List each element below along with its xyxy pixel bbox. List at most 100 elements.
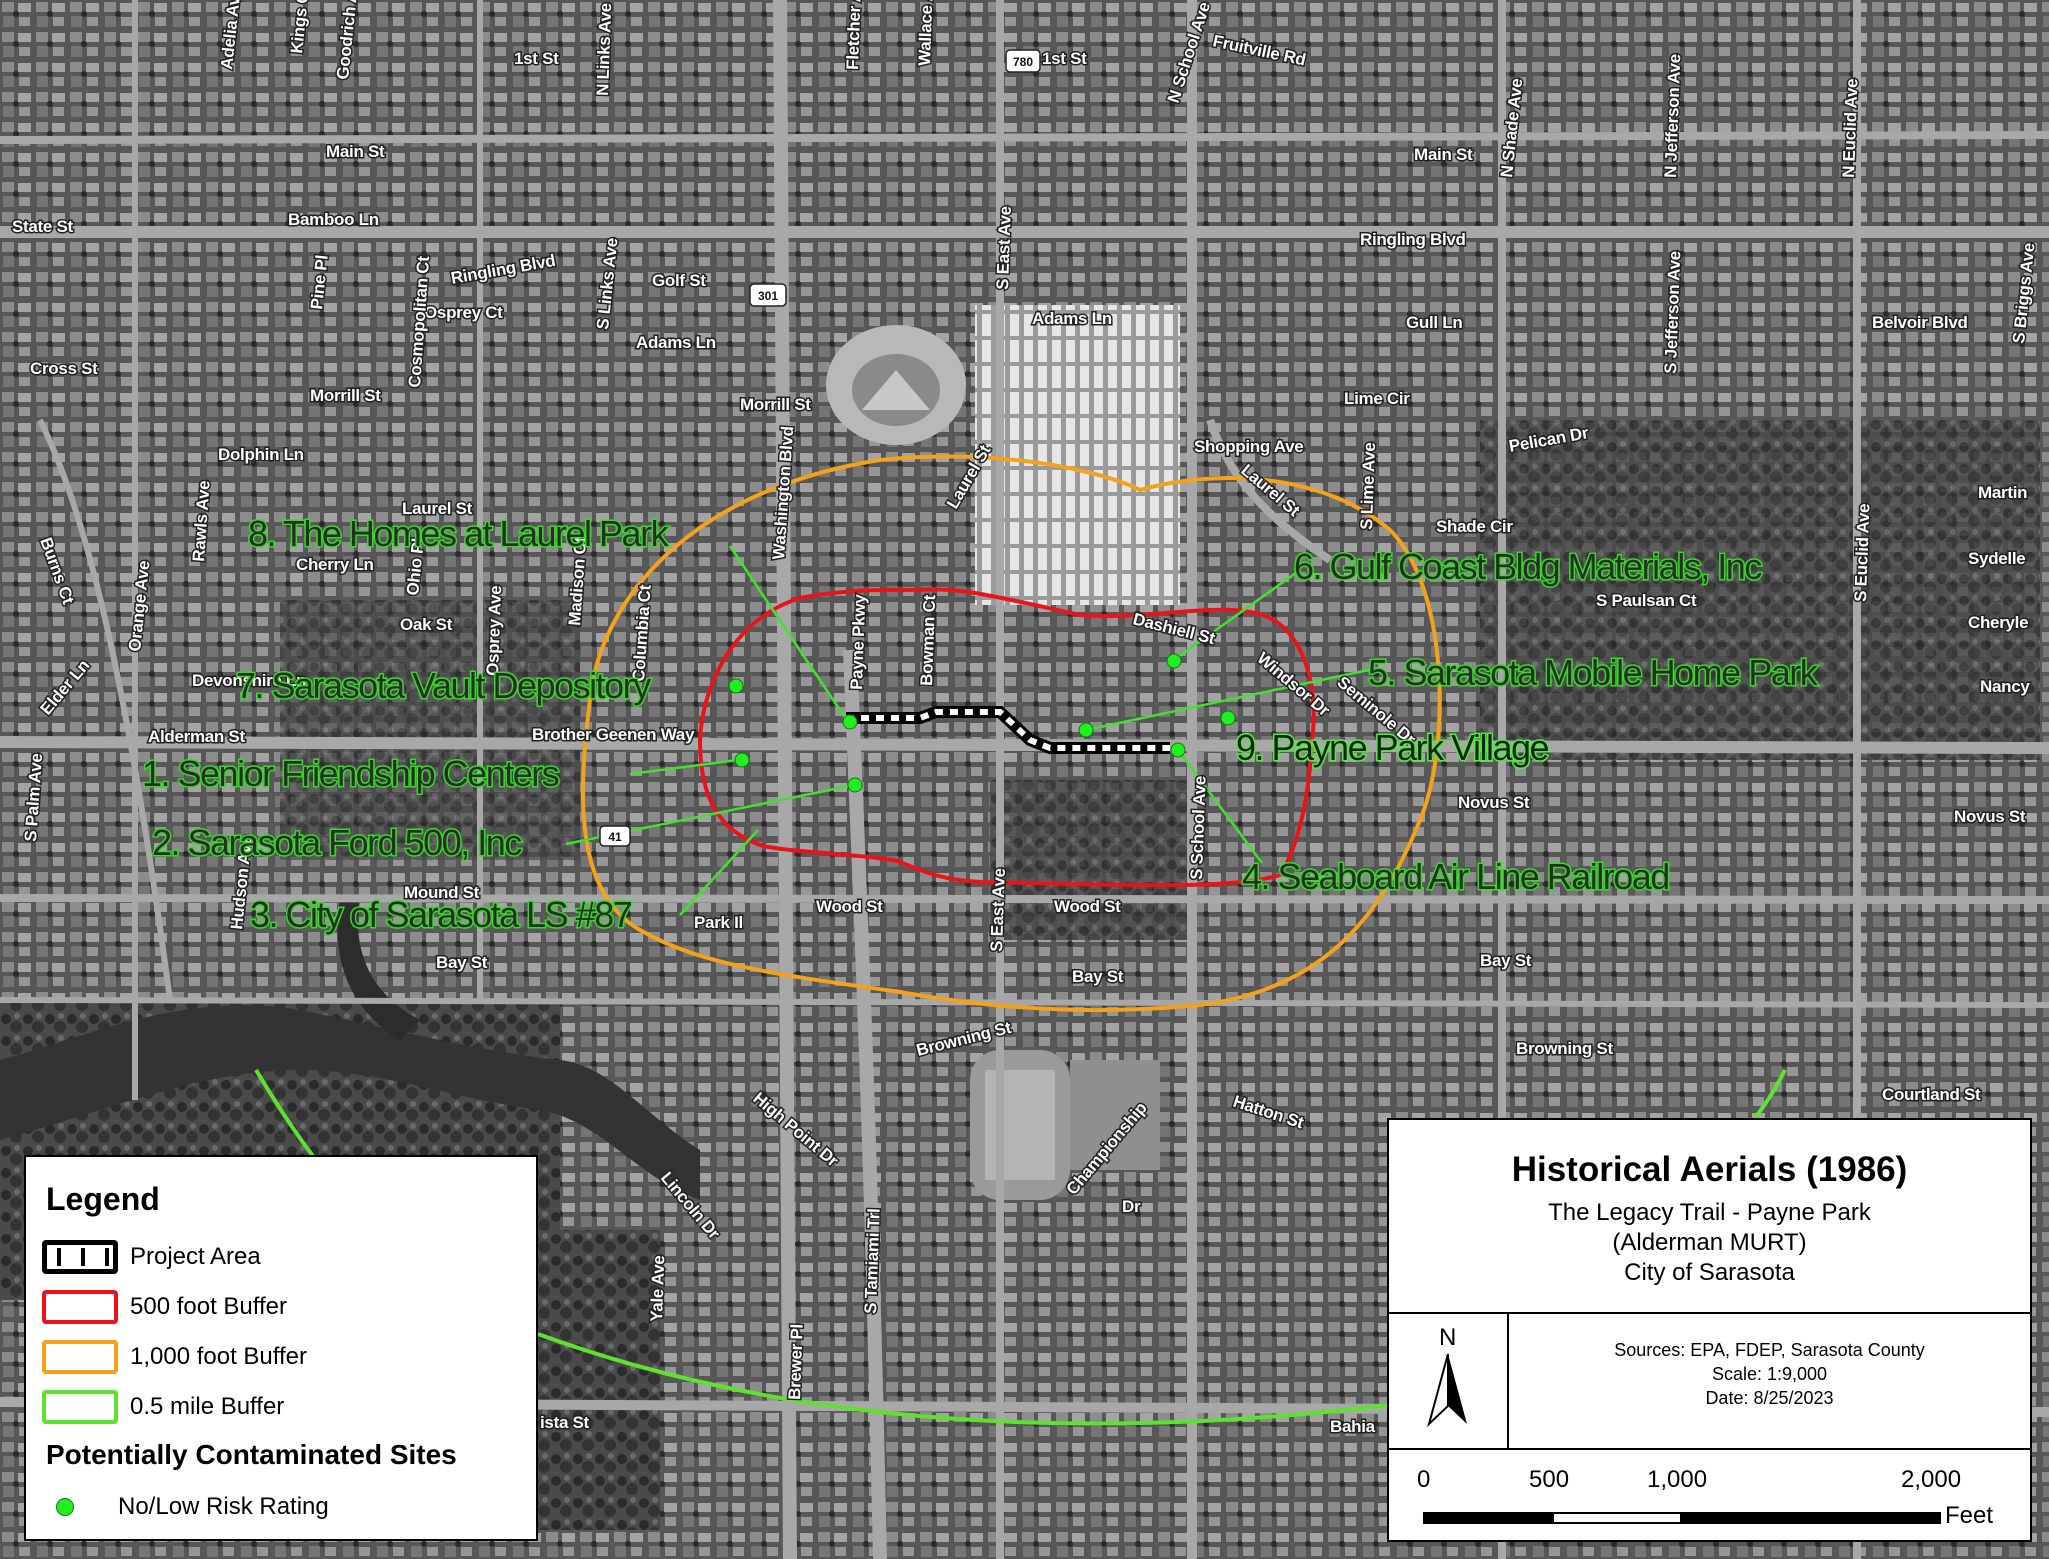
street-label: Park Il	[694, 913, 743, 932]
street-label: S East Ave	[987, 868, 1009, 952]
title-section: Historical Aerials (1986) The Legacy Tra…	[1389, 1120, 2030, 1314]
street-label: Wood St	[816, 897, 883, 916]
svg-text:41: 41	[608, 830, 622, 844]
north-arrow-icon	[1427, 1353, 1467, 1428]
street-label: Shopping Ave	[1194, 437, 1303, 456]
route-shield-41: 41	[599, 825, 631, 847]
street-label: Browning St	[1516, 1039, 1613, 1058]
street-label: S East Ave	[993, 206, 1015, 290]
street-label: Laurel St	[402, 499, 473, 518]
street-label: ista St	[540, 1413, 590, 1432]
site-point	[842, 714, 858, 730]
buffer-1000ft	[580, 454, 1442, 1013]
legend-item-half-mile: 0.5 mile Buffer	[42, 1387, 284, 1427]
street-label: Wood St	[1054, 897, 1121, 916]
buffer-half-mile-swatch	[42, 1390, 118, 1424]
north-label: N	[1439, 1324, 1457, 1351]
street-label: Brother Geenen Way	[532, 725, 695, 744]
scale-text: Scale: 1:9,000	[1711, 1364, 1828, 1384]
street-label: N Euclid Ave	[1839, 78, 1861, 178]
site-label-1: 1. Senior Friendship Centers	[142, 753, 559, 794]
scale-bar-section: 0 500 1,000 2,000 Feet	[1389, 1450, 2030, 1542]
map-subtitle-line: The Legacy Trail - Payne Park	[1548, 1199, 1871, 1226]
street-label: Yale Ave	[647, 1255, 668, 1322]
street-label: Cross St	[30, 359, 98, 378]
stadium	[826, 325, 966, 445]
buffer-500ft	[697, 587, 1316, 888]
street-label: Osprey Ave	[483, 585, 505, 676]
street-label: Bowman Ct	[917, 594, 939, 686]
street-label: 1st St	[1042, 49, 1087, 68]
street-label: Devonshire Ln	[192, 671, 306, 690]
scale-tick-label: 2,000	[1901, 1466, 1962, 1493]
site-label-8: 8. The Homes at Laurel Park	[248, 513, 670, 554]
street-label: Ringling Blvd	[1360, 230, 1466, 249]
legend-label: 1,000 foot Buffer	[130, 1343, 308, 1370]
site-label-9: 9. Payne Park Village	[1236, 727, 1549, 768]
map-title: Historical Aerials (1986)	[1511, 1150, 1908, 1189]
scale-tick-label: 500	[1529, 1466, 1570, 1493]
street-label: Alderman St	[148, 727, 245, 746]
site-point	[847, 777, 863, 793]
buffer-500-swatch	[42, 1290, 118, 1324]
street-label: Dr	[1122, 1197, 1141, 1216]
street-label: Shade Cir	[1436, 517, 1513, 536]
site-label-6: 6. Gulf Coast Bldg Materials, Inc	[1294, 546, 1762, 587]
legend-item-project-area: Project Area	[42, 1237, 261, 1277]
risk-point-swatch	[56, 1498, 74, 1516]
sources-info: Sources: EPA, FDEP, Sarasota County Scal…	[1509, 1338, 2030, 1410]
scale-segment	[1680, 1514, 1939, 1522]
legend-label: Project Area	[130, 1243, 261, 1270]
street-label: Bay St	[436, 953, 488, 972]
north-arrow-cell: N	[1389, 1312, 1509, 1448]
site-label-4: 4. Seaboard Air Line Railroad	[1242, 856, 1669, 897]
info-section: N Sources: EPA, FDEP, Sarasota County Sc…	[1389, 1312, 2030, 1450]
street-label: Golf St	[652, 271, 706, 290]
river-water	[0, 1005, 700, 1200]
street-label: Osprey Ct	[424, 303, 503, 322]
map-subtitle-line: City of Sarasota	[1624, 1259, 1795, 1286]
street-label: Dolphin Ln	[218, 445, 304, 464]
creek-water	[337, 900, 420, 1040]
scale-tick-label: 0	[1417, 1466, 1431, 1493]
street-label: Wallace Ave	[915, 0, 937, 66]
svg-text:780: 780	[1013, 55, 1033, 69]
legend-label: 0.5 mile Buffer	[130, 1393, 285, 1420]
date-text: Date: 8/25/2023	[1705, 1388, 1834, 1408]
scale-segment	[1425, 1514, 1554, 1522]
legend-label: No/Low Risk Rating	[118, 1493, 329, 1520]
site-point	[1166, 653, 1182, 669]
site-label-5: 5. Sarasota Mobile Home Park	[1368, 652, 1819, 693]
legend-sites-title: Potentially Contaminated Sites	[46, 1439, 457, 1470]
site-point	[1220, 710, 1236, 726]
route-shields: 780 301 41	[599, 49, 1041, 847]
street-label: S School Ave	[1187, 776, 1210, 880]
street-label: Payne Pkwy	[847, 593, 869, 690]
site-point	[734, 752, 750, 768]
street-label: Morrill St	[310, 386, 381, 405]
street-label: Adams Ln	[636, 333, 716, 352]
legend-item-risk: No/Low Risk Rating	[26, 1487, 329, 1527]
street-label: Mound St	[404, 883, 480, 902]
scale-tick-label: 1,000	[1647, 1466, 1708, 1493]
site-point	[1170, 742, 1186, 758]
street-label: Sydelle	[1968, 549, 2025, 568]
svg-text:301: 301	[758, 289, 778, 303]
street-label: Main St	[1414, 145, 1473, 164]
contaminated-site-points	[728, 653, 1236, 793]
legend-panel: Legend Project Area 500 foot Buffer 1,00…	[24, 1155, 538, 1541]
street-label: Gull Ln	[1406, 313, 1462, 332]
street-label: Novus St	[1954, 807, 2026, 826]
street-label: Bamboo Ln	[288, 210, 379, 229]
street-label: Novus St	[1458, 793, 1530, 812]
street-label: Bay St	[1072, 967, 1124, 986]
legend-item-500ft: 500 foot Buffer	[42, 1287, 287, 1327]
project-area	[846, 706, 1170, 754]
street-label: Morrill St	[740, 395, 811, 414]
street-label: Cherry Ln	[296, 555, 374, 574]
street-label: Brewer Pl	[785, 1324, 807, 1400]
street-label: Martin	[1978, 483, 2027, 502]
street-label: Fletcher Ave	[843, 0, 865, 70]
